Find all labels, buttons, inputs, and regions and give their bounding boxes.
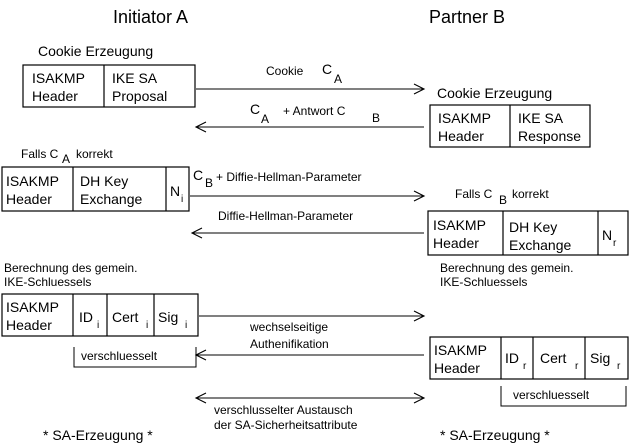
msg2-c: C (250, 101, 260, 117)
msg1-c-sub: A (334, 72, 342, 86)
calc-key-b-line1: Berechnung des gemein. (440, 261, 573, 275)
isakmp-dh-box-a (1, 166, 190, 212)
initiator-heading: Initiator A (113, 7, 188, 27)
calc-key-b-line2: IKE-Schluessels (440, 275, 527, 289)
msg1-cookie-label: Cookie (266, 64, 304, 78)
isakmp-auth-box-a (1, 293, 199, 337)
box-b2-nonce: N (602, 227, 612, 243)
box-b2-header-l1: ISAKMP (433, 217, 486, 233)
box-b3-cert-sub: r (575, 361, 579, 372)
falls-ca-post: korrekt (76, 147, 113, 161)
box-b3-sig: Sig (590, 350, 610, 366)
falls-ca-sub: A (62, 152, 70, 166)
msg2-answer-sub: B (372, 111, 380, 125)
falls-cb-label: Falls C (455, 187, 493, 201)
box-b3-id-sub: r (523, 361, 527, 372)
msg3-dh-label: + Diffie-Hellman-Parameter (216, 170, 362, 184)
box-b2-header-l2: Header (433, 235, 479, 251)
box-b1-response-l2: Response (518, 128, 581, 144)
encrypted-label-a: verschluesselt (81, 349, 158, 363)
arrow-answer-to-a (194, 121, 424, 133)
box-a1-proposal-l1: IKE SA (112, 70, 158, 86)
arrow-auth-to-b (199, 310, 426, 322)
box-b2-dh-l1: DH Key (509, 219, 557, 235)
isakmp-auth-box-b (429, 336, 629, 380)
calc-key-a-line1: Berechnung des gemein. (4, 261, 137, 275)
box-a3-cert: Cert (112, 309, 139, 325)
box-a1-header-l2: Header (32, 88, 78, 104)
box-b2-dh-l2: Exchange (509, 237, 571, 253)
box-a3-id: ID (79, 309, 93, 325)
box-b3-cert: Cert (540, 350, 567, 366)
box-a1-header-l1: ISAKMP (32, 70, 85, 86)
encrypted-label-b: verschluesselt (513, 388, 590, 402)
msg3-c-sub: B (205, 176, 213, 190)
cookie-generation-a: Cookie Erzeugung (38, 43, 153, 59)
box-b3-sig-sub: r (617, 361, 621, 372)
box-b2-nonce-sub: r (613, 238, 617, 249)
msg2-c-sub: A (261, 112, 269, 126)
box-a3-sig-sub: i (185, 320, 187, 331)
box-b3-id: ID (505, 350, 519, 366)
box-a3-id-sub: i (97, 320, 99, 331)
box-a2-header-l1: ISAKMP (6, 173, 59, 189)
box-a3-sig: Sig (158, 309, 178, 325)
sa-creation-a: * SA-Erzeugung * (43, 427, 153, 443)
arrow-dh-to-a (190, 227, 424, 239)
msg6-line1: verschlusselter Austausch (214, 403, 353, 417)
msg4-dh-label: Diffie-Hellman-Parameter (218, 209, 353, 223)
arrow-dh-to-b (190, 190, 426, 202)
isakmp-proposal-box-a (22, 64, 196, 108)
msg2-answer-label: + Antwort C (283, 104, 346, 118)
calc-key-a-line2: IKE-Schluessels (4, 275, 91, 289)
box-a3-header-l2: Header (6, 317, 52, 333)
box-a2-dh-l1: DH Key (80, 173, 128, 189)
box-a3-cert-sub: i (146, 320, 148, 331)
box-a2-nonce-sub: i (181, 194, 183, 205)
encrypted-bracket-b (500, 386, 627, 407)
cookie-generation-b: Cookie Erzeugung (437, 85, 552, 101)
msg6-line2: der SA-Sicherheitsattribute (214, 418, 358, 432)
msg1-c: C (322, 61, 332, 77)
isakmp-dh-box-b (427, 210, 629, 256)
box-a3-header-l1: ISAKMP (6, 299, 59, 315)
box-a2-dh-l2: Exchange (80, 191, 142, 207)
falls-ca-label: Falls C (21, 147, 59, 161)
arrow-cookie-to-b (196, 83, 426, 95)
box-b1-header-l2: Header (438, 128, 484, 144)
box-a2-header-l2: Header (6, 191, 52, 207)
box-b1-response-l1: IKE SA (518, 110, 564, 126)
arrow-sa-exchange-bidirectional (194, 392, 426, 404)
box-b3-header-l2: Header (434, 360, 480, 376)
partner-heading: Partner B (429, 7, 505, 27)
box-a2-nonce: N (170, 183, 180, 199)
msg5-line2: Authenifikation (250, 337, 329, 351)
isakmp-response-box-b (429, 104, 591, 148)
box-a1-proposal-l2: Proposal (112, 88, 167, 104)
box-b3-header-l1: ISAKMP (434, 342, 487, 358)
msg5-line1: wechselseitige (249, 320, 328, 334)
box-b1-header-l1: ISAKMP (438, 110, 491, 126)
arrow-auth-to-a (194, 349, 424, 361)
falls-cb-sub: B (499, 193, 507, 207)
sa-creation-b: * SA-Erzeugung * (440, 427, 550, 443)
msg3-c: C (193, 167, 203, 183)
encrypted-bracket-a (73, 347, 197, 368)
falls-cb-post: korrekt (512, 187, 549, 201)
